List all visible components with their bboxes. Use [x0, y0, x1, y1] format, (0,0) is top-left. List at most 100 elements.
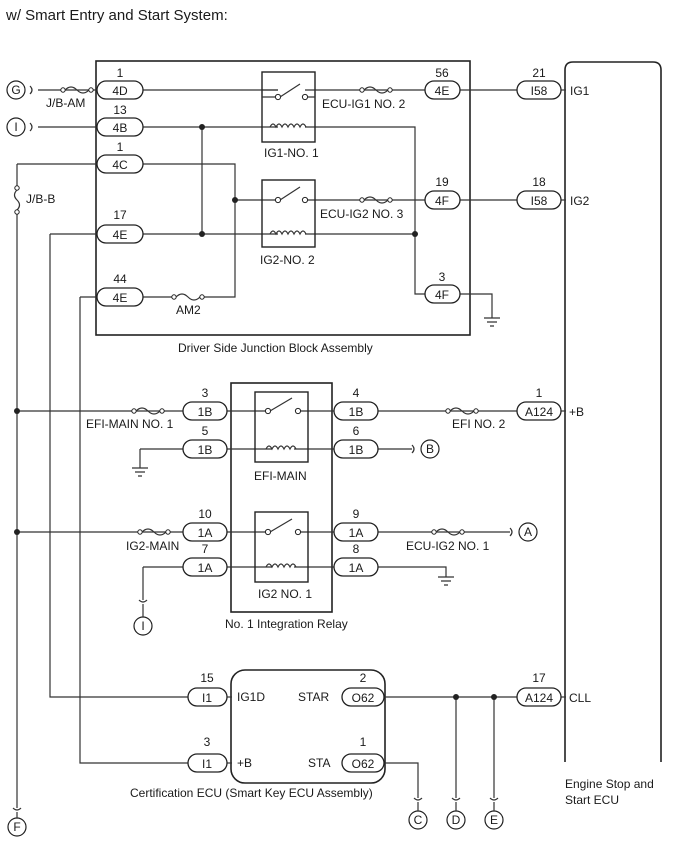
svg-text:O62: O62: [352, 691, 375, 705]
svg-text:C: C: [414, 813, 423, 827]
connector-e: E: [484, 802, 504, 830]
label-ecu-ig2-no3: ECU-IG2 NO. 3: [320, 207, 404, 221]
label-plusb: +B: [569, 405, 584, 419]
label-cll: CLL: [569, 691, 591, 705]
fuse-am2: [171, 293, 205, 301]
svg-text:1A: 1A: [349, 526, 364, 540]
svg-text:44: 44: [113, 272, 127, 286]
svg-text:I1: I1: [202, 757, 212, 771]
svg-text:I58: I58: [531, 194, 548, 208]
connector-g: G: [6, 80, 26, 100]
svg-text:4C: 4C: [112, 158, 128, 172]
diagram-title: w/ Smart Entry and Start System:: [5, 7, 228, 24]
pin-4f-3: 4F3: [424, 270, 461, 304]
label-ig1: IG1: [570, 84, 590, 98]
svg-text:15: 15: [200, 671, 214, 685]
relay-efi-main: [254, 391, 309, 463]
svg-text:1: 1: [536, 386, 543, 400]
label-star: STAR: [298, 690, 329, 704]
relay-ig2-no2: [261, 179, 316, 248]
svg-text:A124: A124: [525, 405, 553, 419]
svg-text:I: I: [14, 120, 17, 134]
svg-text:1B: 1B: [349, 405, 364, 419]
certification-ecu-box: [230, 669, 386, 784]
pin-a124-1: A124 1: [516, 386, 562, 421]
label-ecu-ig1-no2: ECU-IG1 NO. 2: [322, 97, 406, 111]
label-ig2-no2: IG2-NO. 2: [260, 253, 315, 267]
label-ig1-no1: IG1-NO. 1: [264, 146, 319, 160]
pin-1a-9: 1A9: [333, 507, 379, 542]
ground-ig2-coil: [438, 576, 454, 586]
junction-dots: [14, 124, 497, 700]
pin-1b-5: 1B5: [182, 424, 228, 459]
svg-text:G: G: [11, 83, 20, 97]
fuse-ecu-ig1-no2: [359, 86, 393, 94]
svg-text:1: 1: [117, 140, 124, 154]
svg-text:1A: 1A: [349, 561, 364, 575]
svg-text:I58: I58: [531, 84, 548, 98]
pin-4c-1: 4C1: [96, 140, 144, 174]
connector-d: D: [446, 802, 466, 830]
svg-text:E: E: [490, 813, 498, 827]
engine-stop-start-ecu-box: [564, 61, 662, 762]
label-sta: STA: [308, 756, 330, 770]
label-efi-no2: EFI NO. 2: [452, 417, 506, 431]
connector-b: B: [420, 439, 440, 459]
svg-text:1B: 1B: [198, 443, 213, 457]
svg-text:13: 13: [113, 103, 127, 117]
labels: J/B-AM J/B-B AM2 ECU-IG1 NO. 2 ECU-IG2 N…: [26, 84, 654, 807]
svg-text:1A: 1A: [198, 526, 213, 540]
svg-text:1: 1: [117, 66, 124, 80]
label-am2: AM2: [176, 303, 201, 317]
ground-efi-coil: [132, 467, 148, 477]
connector-c: C: [408, 802, 428, 830]
fuse-efi-main-no1: [131, 407, 165, 415]
svg-text:D: D: [452, 813, 461, 827]
label-djb: Driver Side Junction Block Assembly: [178, 341, 373, 355]
fuse-jb-b: [13, 185, 21, 215]
svg-text:56: 56: [435, 66, 449, 80]
relay-ig1-no1: [261, 71, 316, 143]
svg-text:17: 17: [532, 671, 546, 685]
svg-text:2: 2: [360, 671, 367, 685]
label-esse-2: Start ECU: [565, 793, 619, 807]
svg-text:4F: 4F: [435, 288, 449, 302]
fuse-ig2-main: [137, 528, 171, 536]
label-ecu-ig2-no1: ECU-IG2 NO. 1: [406, 539, 490, 553]
pin-4d-1: 4D1: [96, 66, 144, 100]
svg-text:3: 3: [204, 735, 211, 749]
wire-breaks: [12, 85, 513, 811]
fuse-jb-am: [60, 86, 94, 94]
label-ig2-main: IG2-MAIN: [126, 539, 179, 553]
junction-block-box: [95, 60, 471, 336]
svg-text:4: 4: [353, 386, 360, 400]
pin-1b-3: 1B3: [182, 386, 228, 421]
svg-text:4E: 4E: [435, 84, 450, 98]
svg-text:1: 1: [360, 735, 367, 749]
svg-text:9: 9: [353, 507, 360, 521]
svg-text:18: 18: [532, 175, 546, 189]
svg-text:19: 19: [435, 175, 449, 189]
label-efi-main: EFI-MAIN: [254, 469, 307, 483]
svg-text:3: 3: [439, 270, 446, 284]
ground-4f: [484, 317, 500, 327]
connector-i-bottom: I: [133, 604, 153, 636]
svg-text:I1: I1: [202, 691, 212, 705]
relay-ig2-no1: [254, 511, 309, 583]
svg-text:1B: 1B: [349, 443, 364, 457]
pin-i1-3: I1 3: [187, 735, 228, 773]
svg-text:3: 3: [202, 386, 209, 400]
svg-text:17: 17: [113, 208, 127, 222]
svg-text:I: I: [141, 619, 144, 633]
connector-i-top: I: [6, 117, 26, 137]
svg-text:4F: 4F: [435, 194, 449, 208]
